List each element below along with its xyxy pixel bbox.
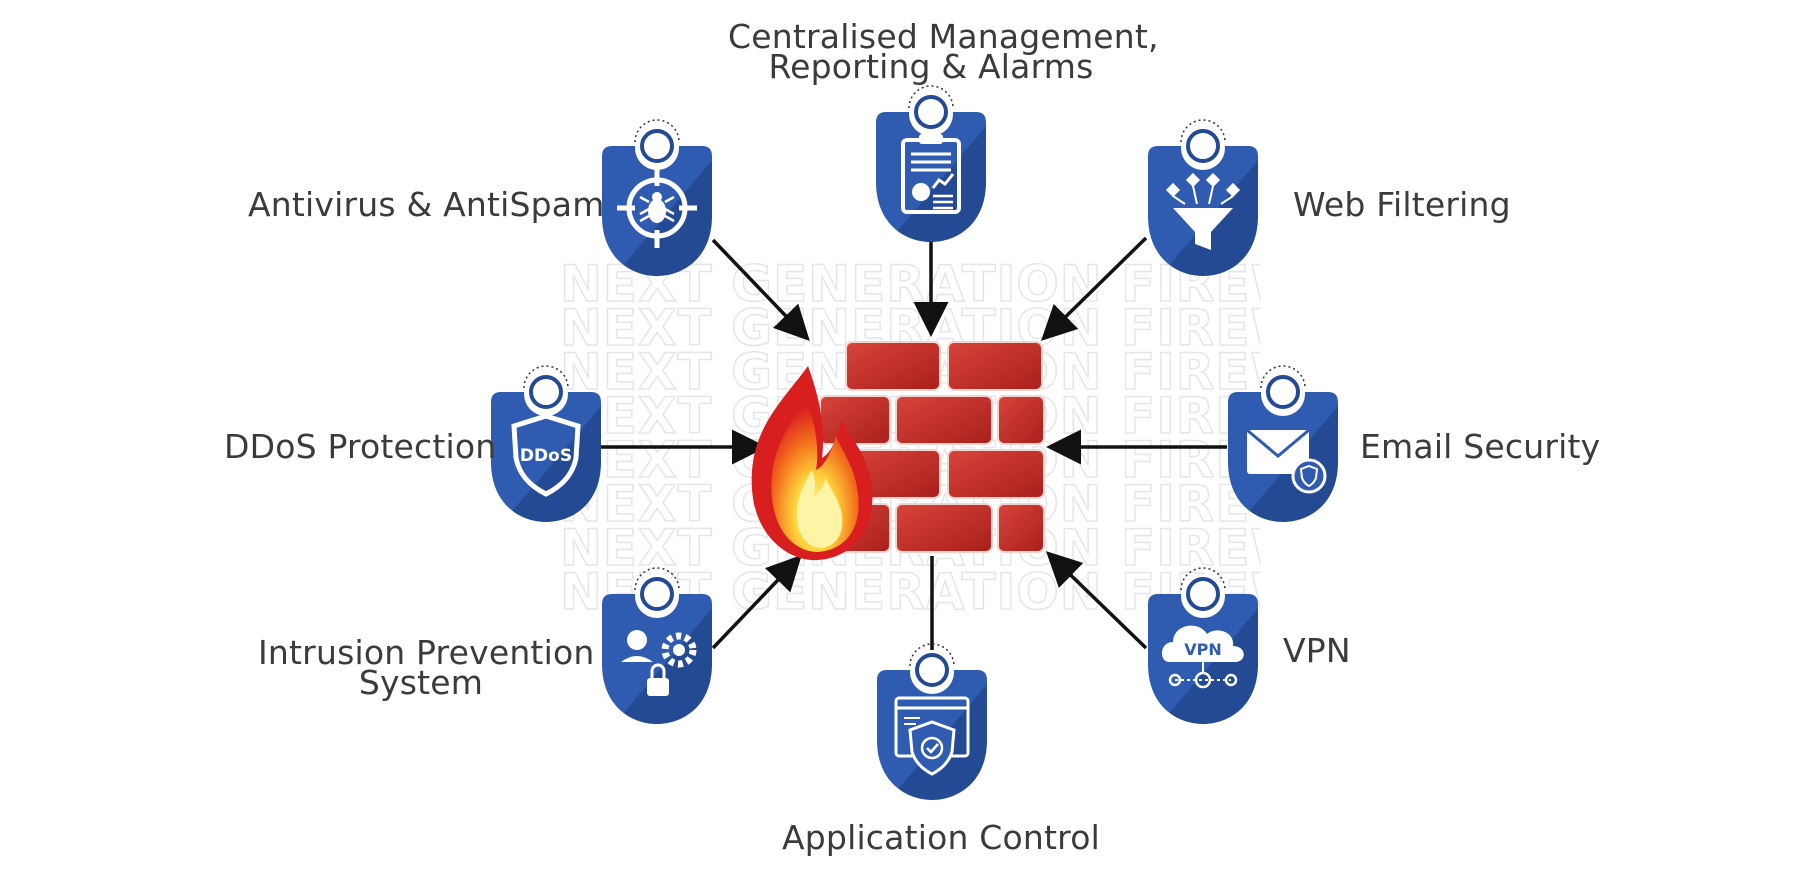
connector-arrows: [600, 236, 1227, 655]
badge-antivirus-antispam: [602, 119, 712, 276]
badge-ring: [915, 653, 949, 687]
label-web-filtering: Web Filtering: [1293, 185, 1511, 224]
label-intrusion-prevention: Intrusion Prevention System: [258, 633, 595, 702]
label-line: Reporting & Alarms: [768, 47, 1094, 86]
badge-ring: [1186, 577, 1220, 611]
label-line: Web Filtering: [1293, 185, 1511, 224]
badge-vpn: VPN: [1148, 567, 1258, 724]
badge-ring: [1266, 375, 1300, 409]
ddos-icon-text: DDoS: [520, 446, 572, 466]
bug-target-icon: [617, 168, 697, 248]
badge-ddos-protection: DDoS: [491, 365, 601, 522]
badge-intrusion-prevention: [602, 567, 712, 724]
vpn-icon-text: VPN: [1184, 640, 1222, 659]
label-antivirus-antispam: Antivirus & AntiSpam: [248, 185, 605, 224]
label-line: Centralised Management,: [728, 17, 1159, 56]
envelope-shield-icon: [1246, 428, 1327, 494]
badge-ring: [529, 375, 563, 409]
label-line: VPN: [1283, 631, 1351, 670]
arrow-web-filtering: [1041, 236, 1148, 341]
firewall-brick-wall-with-flame-icon: [751, 341, 1045, 561]
label-email-security: Email Security: [1360, 427, 1601, 466]
badge-ring: [1186, 129, 1220, 163]
badge-ring: [640, 129, 674, 163]
label-centralised-management: Centralised Management, Reporting & Alar…: [728, 17, 1159, 86]
ddos-shield-icon: DDoS: [511, 413, 581, 497]
badge-centralised-management: [876, 85, 986, 242]
arrow-intrusion-prevention: [711, 554, 802, 650]
flame-icon: [751, 366, 873, 561]
label-line: Intrusion Prevention: [258, 633, 595, 672]
arrow-antivirus: [711, 238, 810, 342]
badge-web-filtering: [1148, 119, 1258, 276]
label-vpn: VPN: [1283, 631, 1351, 670]
label-line: System: [358, 663, 484, 702]
vpn-cloud-icon: VPN: [1161, 625, 1244, 689]
arrow-vpn: [1045, 551, 1148, 650]
label-line: Antivirus & AntiSpam: [248, 185, 605, 224]
hacker-gear-lock-icon: [621, 630, 697, 696]
badge-email-security: [1228, 365, 1338, 522]
brick-wall: [819, 341, 1045, 553]
label-application-control: Application Control: [782, 818, 1100, 857]
badge-ring: [640, 577, 674, 611]
funnel-filter-icon: [1165, 172, 1241, 250]
label-line: Email Security: [1360, 427, 1601, 466]
label-line: DDoS Protection: [224, 427, 497, 466]
label-line: Application Control: [782, 818, 1100, 857]
clipboard-report-icon: [901, 134, 961, 214]
badge-body: [602, 594, 712, 724]
app-window-shield-icon: [894, 696, 970, 776]
badge-ring: [914, 95, 948, 129]
label-ddos-protection: DDoS Protection: [224, 427, 497, 466]
badge-application-control: [877, 643, 987, 800]
